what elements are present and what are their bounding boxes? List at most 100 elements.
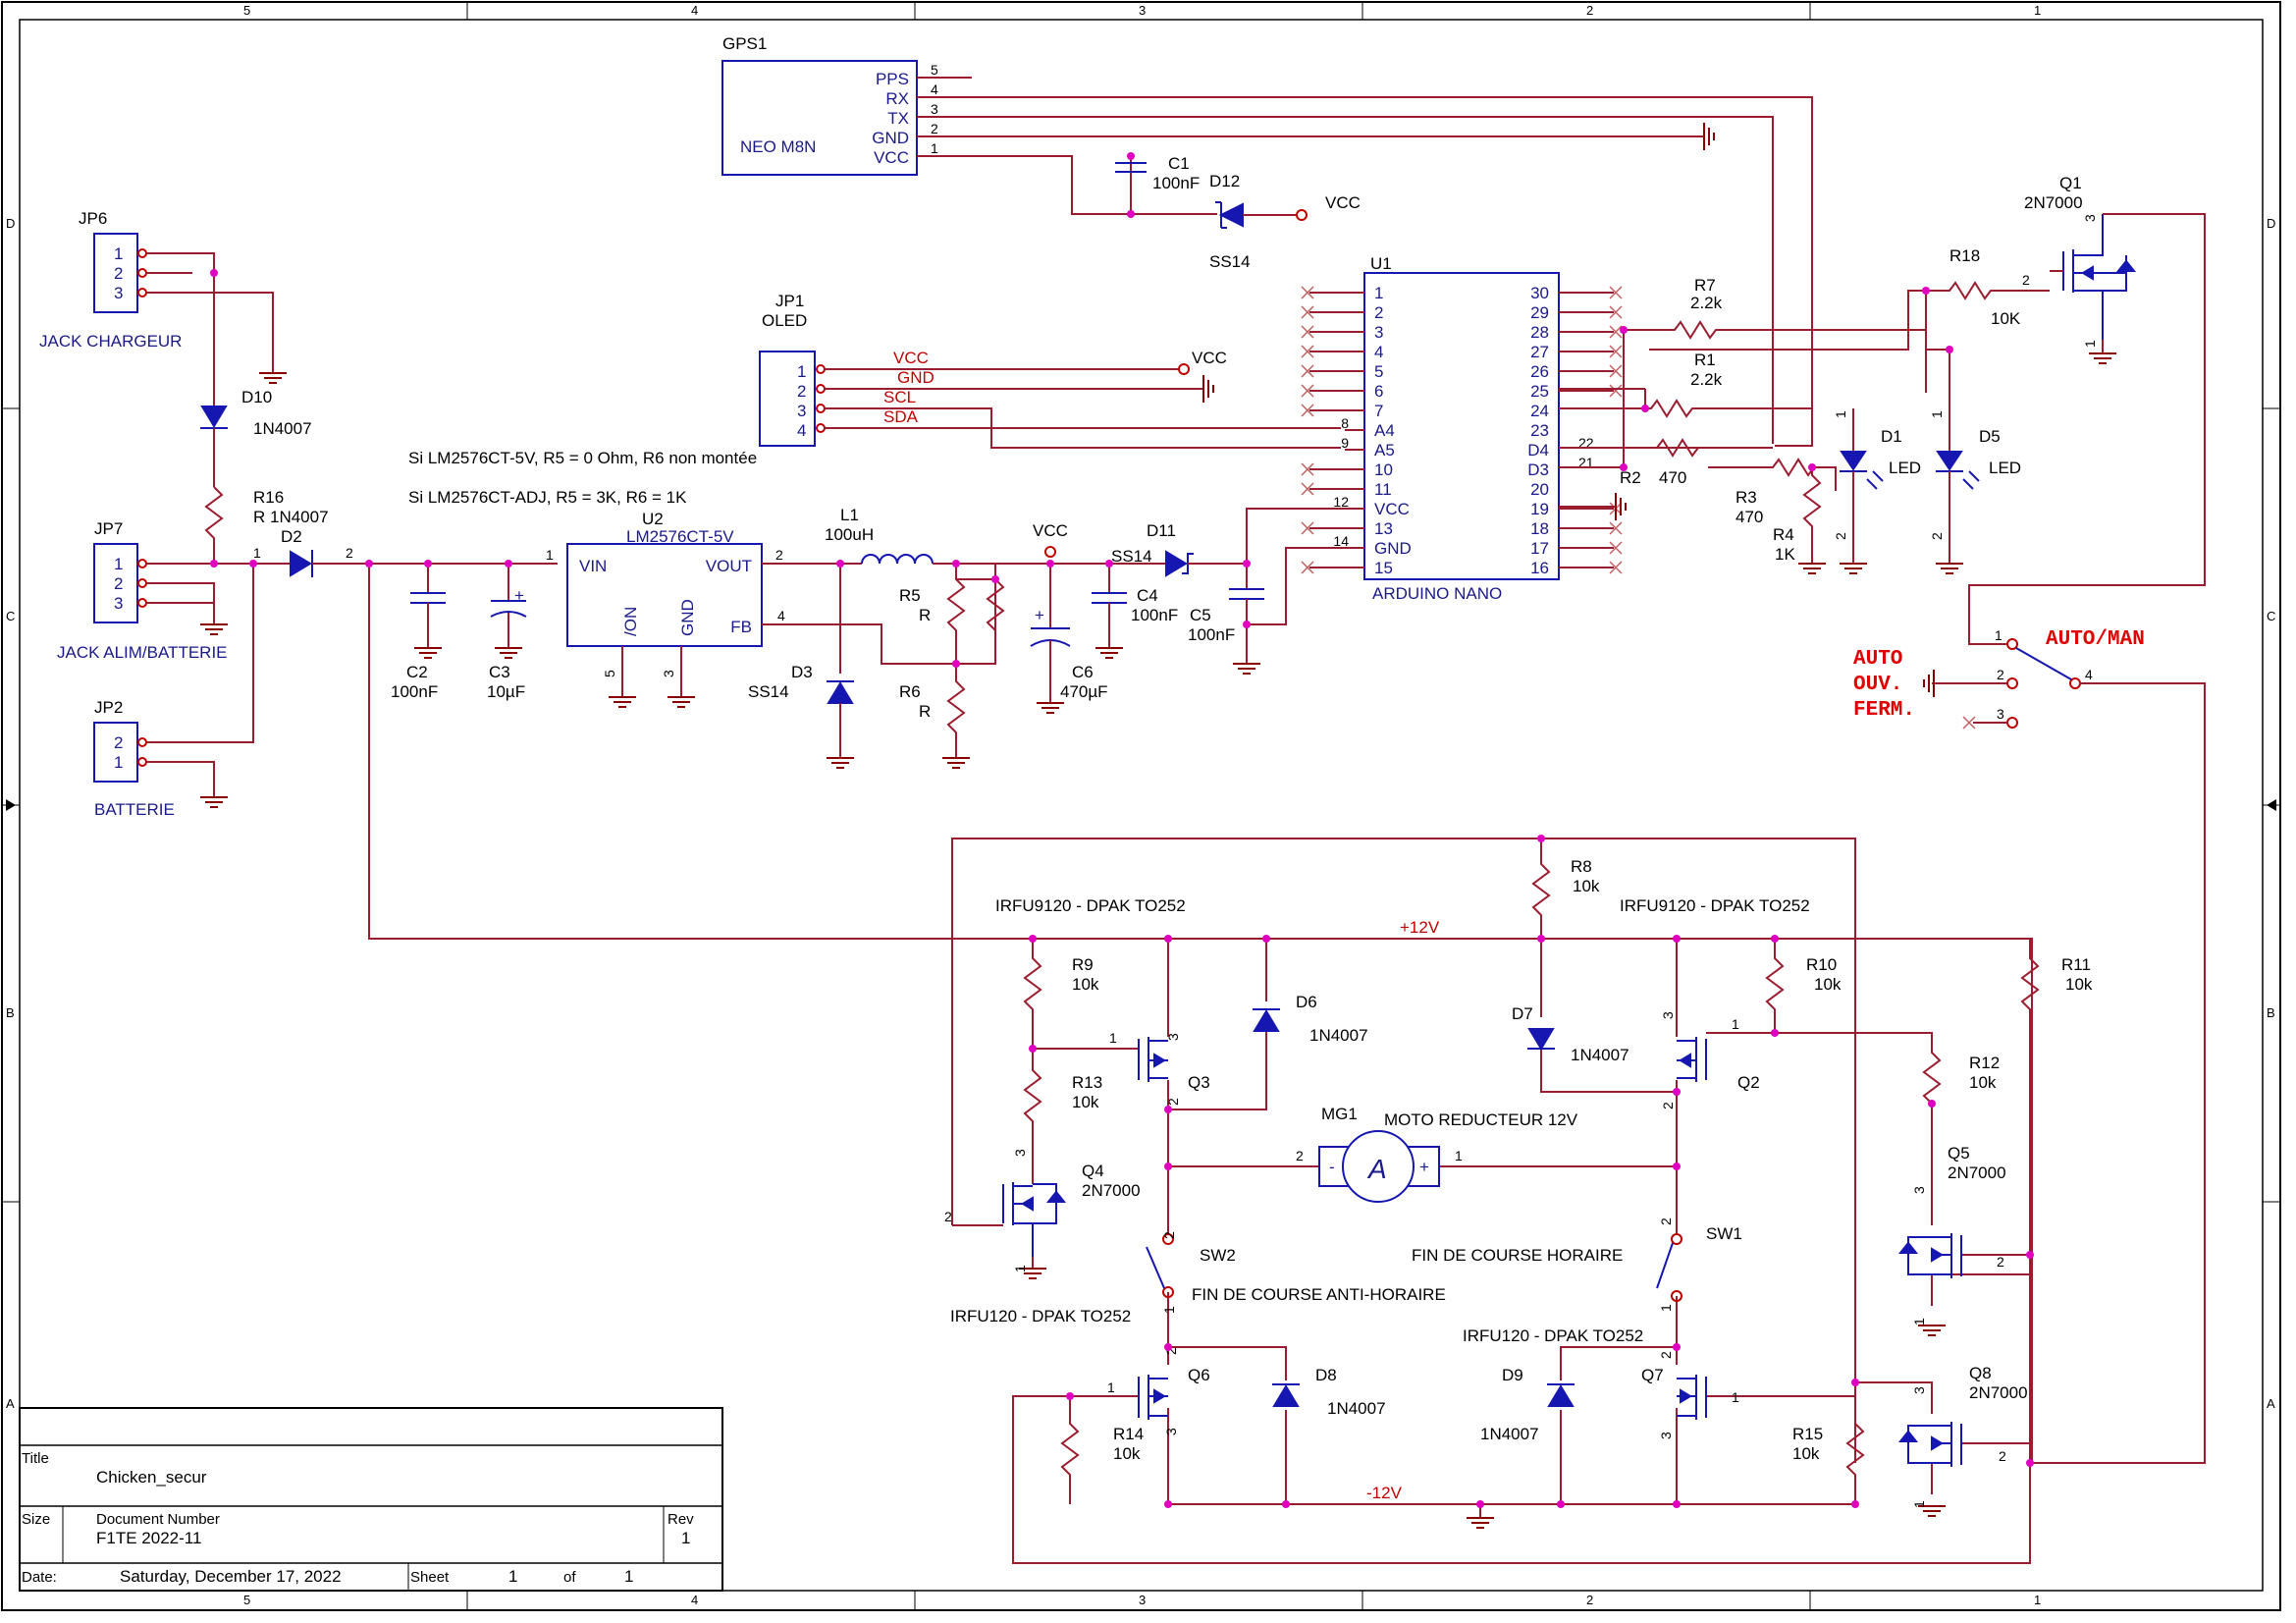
switch-auto: AUTO xyxy=(1853,648,1902,671)
q1-value: 2N7000 xyxy=(2024,193,2083,212)
regulator-u2[interactable]: VIN VOUT FB /ON GND xyxy=(566,543,763,647)
sw1-ref: SW1 xyxy=(1706,1224,1742,1243)
note-adj: Si LM2576CT-ADJ, R5 = 3K, R6 = 1K xyxy=(408,488,687,507)
d6-value: 1N4007 xyxy=(1309,1026,1368,1045)
connector-jp7[interactable]: 1 2 3 xyxy=(93,543,147,623)
resistor-r6 xyxy=(941,664,971,769)
sw1-name: FIN DE COURSE HORAIRE xyxy=(1412,1246,1623,1265)
d3-value: SS14 xyxy=(748,682,789,701)
gps-ref: GPS1 xyxy=(722,34,767,53)
c1-ref: C1 xyxy=(1168,154,1190,173)
connector-jp6[interactable]: 1 2 3 xyxy=(93,233,147,313)
limit-switch-sw1[interactable] xyxy=(1656,1233,1682,1302)
u1-pin-label: 29 xyxy=(1530,303,1549,322)
junction-dot xyxy=(1771,1029,1779,1037)
junction-dot xyxy=(1029,1045,1037,1053)
oled-vcc-label: VCC xyxy=(1192,349,1227,367)
switch-pin: 4 xyxy=(2085,667,2093,682)
gps-pin-num: 3 xyxy=(931,101,938,117)
r9-value: 10k xyxy=(1072,975,1099,994)
col-label: 4 xyxy=(691,1593,698,1607)
u1-pin-label: A5 xyxy=(1374,441,1395,460)
q5-pin: 2 xyxy=(1997,1254,2004,1270)
junction-dot xyxy=(210,560,218,568)
r2-value: 470 xyxy=(1659,468,1686,487)
u2-vout: VOUT xyxy=(706,557,752,575)
oled-pin: 4 xyxy=(797,421,806,440)
junction-dot xyxy=(1557,1500,1565,1508)
note-5v: Si LM2576CT-5V, R5 = 0 Ohm, R6 non monté… xyxy=(408,449,757,467)
u1-pin-label: D3 xyxy=(1527,460,1549,479)
gps-pin-label: GND xyxy=(872,129,909,147)
q3-pin: 3 xyxy=(1165,1033,1181,1041)
motor-mg1[interactable]: - + A xyxy=(1318,1130,1440,1203)
r6-ref: R6 xyxy=(899,682,921,701)
junction-dot xyxy=(1282,1500,1290,1508)
junction-dot xyxy=(1164,1106,1172,1113)
title-label: Title xyxy=(22,1450,49,1467)
d11-value: SS14 xyxy=(1111,547,1152,566)
diode-d10 xyxy=(200,406,228,487)
d5-ref: D5 xyxy=(1979,427,2001,446)
q7-pin: 3 xyxy=(1658,1432,1674,1439)
diode-d6 xyxy=(1253,1008,1280,1032)
q4-ref: Q4 xyxy=(1082,1162,1104,1180)
u1-pin-label: 11 xyxy=(1374,480,1392,499)
jp6-pin: 2 xyxy=(114,264,123,283)
col-label: 5 xyxy=(243,1593,250,1607)
junction-dot xyxy=(1164,935,1172,943)
junction-dot xyxy=(1476,1500,1484,1508)
r7-value: 2.2k xyxy=(1690,294,1723,312)
oled-connector[interactable]: 1 2 3 4 xyxy=(759,351,826,447)
diode-d12 xyxy=(1215,201,1308,229)
oled-net: GND xyxy=(897,368,934,387)
row-label: D xyxy=(2267,216,2275,231)
u1-pin-label: 30 xyxy=(1530,284,1549,302)
auto-man-switch[interactable] xyxy=(1923,638,2206,1464)
jp7-pin: 3 xyxy=(114,594,123,613)
jp6-ref: JP6 xyxy=(79,209,107,228)
r12-ref: R12 xyxy=(1969,1054,2000,1072)
u1-right-wiring xyxy=(1559,320,1927,491)
r10-ref: R10 xyxy=(1806,955,1837,974)
junction-dot xyxy=(1164,1343,1172,1351)
mosfet-q1 xyxy=(1968,213,2206,645)
d9-ref: D9 xyxy=(1502,1366,1523,1384)
d9-value: 1N4007 xyxy=(1480,1425,1539,1443)
oled-pin: 1 xyxy=(797,362,806,381)
sw2-pin: 1 xyxy=(1161,1306,1177,1314)
u1-pin-label: 18 xyxy=(1530,519,1549,538)
vcc-port xyxy=(1044,546,1056,558)
sheet-total: 1 xyxy=(624,1567,633,1586)
junction-dot xyxy=(1537,835,1545,842)
connector-jp2[interactable]: 2 1 xyxy=(93,722,147,783)
date-value: Saturday, December 17, 2022 xyxy=(120,1567,342,1586)
col-label: 1 xyxy=(2034,1593,2041,1607)
q8-pin: 1 xyxy=(1911,1500,1927,1508)
resistor-r4 xyxy=(1797,467,1827,574)
jp2-wiring xyxy=(146,761,229,808)
jp2-name: BATTERIE xyxy=(94,800,175,819)
jp2-pin: 2 xyxy=(114,733,123,752)
jp7-wiring xyxy=(146,563,291,743)
u2-name: LM2576CT-5V xyxy=(626,527,734,546)
q4-pin: 3 xyxy=(1012,1149,1028,1157)
d5-pin: 2 xyxy=(1929,532,1945,540)
capacitor-c2 xyxy=(410,564,446,659)
junction-dot xyxy=(1922,287,1930,295)
jp6-name: JACK CHARGEUR xyxy=(39,332,182,351)
c2-ref: C2 xyxy=(406,663,428,681)
c3-ref: C3 xyxy=(489,663,510,681)
minus12-label: -12V xyxy=(1366,1484,1403,1502)
capacitor-c5 xyxy=(1229,547,1341,675)
jp2-pin: 1 xyxy=(114,753,123,772)
gps-pin-num: 5 xyxy=(931,62,938,78)
limit-switch-sw2[interactable] xyxy=(1146,1233,1174,1298)
gps-module[interactable]: GPS1 NEO M8N PPS RX TX GND VCC 5 4 3 2 1 xyxy=(721,34,938,176)
col-label: 1 xyxy=(2034,3,2041,18)
switch-ouv: OUV. xyxy=(1853,674,1902,696)
r11-value: 10k xyxy=(2065,975,2093,994)
d12-ref: D12 xyxy=(1209,172,1240,190)
q5-pin: 3 xyxy=(1911,1186,1927,1194)
